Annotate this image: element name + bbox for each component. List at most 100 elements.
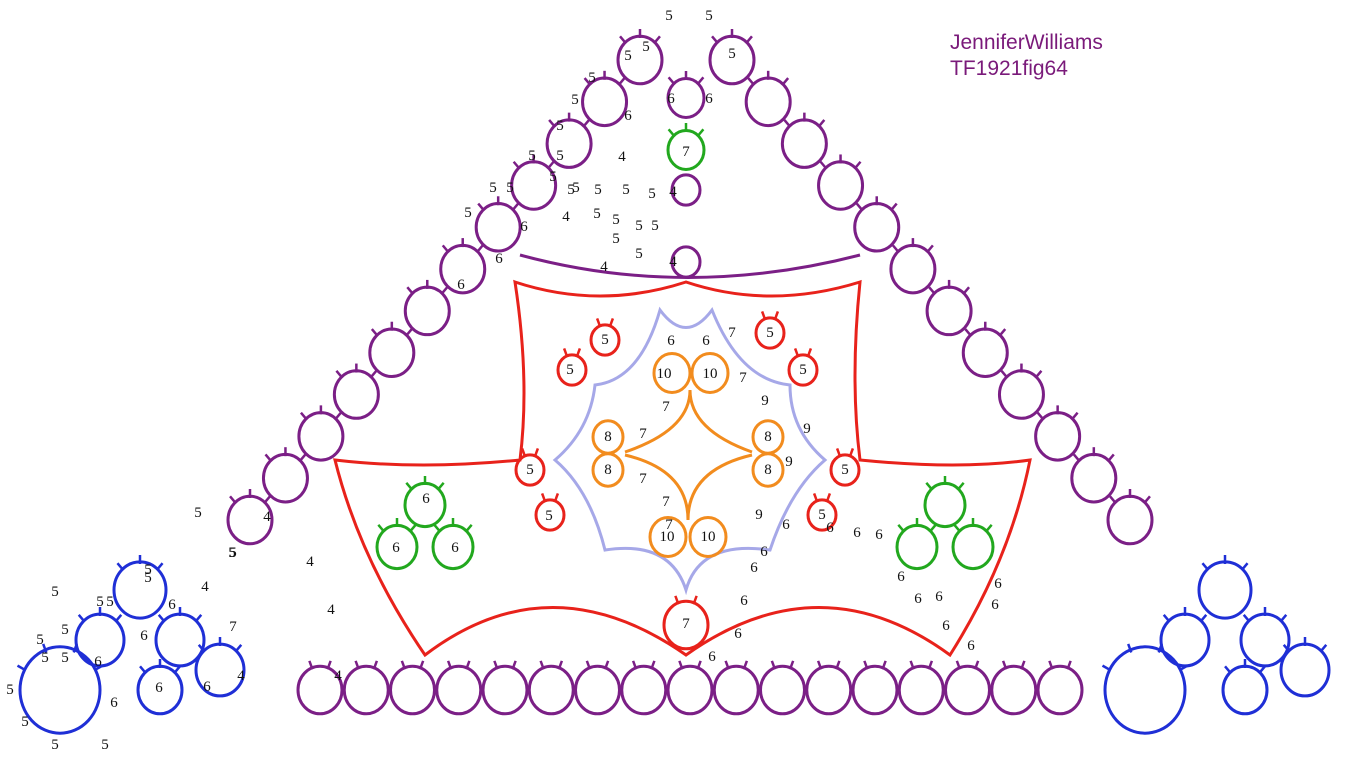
stitch-count-r4: 4	[237, 668, 245, 684]
stitch-count-r6: 6	[520, 219, 528, 235]
picot	[986, 525, 992, 532]
orange-chain	[625, 455, 688, 520]
stitch-count-r5: 5	[588, 70, 596, 86]
stitch-count-r5: 5	[556, 148, 564, 164]
stitch-count-r6: 6	[826, 520, 834, 536]
picot	[712, 36, 718, 43]
purple-ring	[529, 666, 573, 714]
picot	[1202, 563, 1208, 570]
picot	[235, 645, 241, 652]
stitch-count-r9: 9	[785, 454, 793, 470]
stitch-count-r4: 4	[327, 602, 335, 618]
picot	[378, 525, 384, 532]
picot	[929, 287, 935, 294]
picot	[1280, 615, 1286, 622]
stitch-count-r5: 5	[51, 584, 59, 600]
picot	[669, 77, 675, 84]
picot	[963, 287, 969, 294]
picot	[1074, 454, 1080, 461]
stitch-count-r6: 6	[168, 597, 176, 613]
purple-ring	[344, 666, 388, 714]
orange-ring-group	[593, 354, 783, 557]
stitch-count-r5: 5	[705, 8, 713, 24]
stitch-count-r4: 4	[618, 149, 626, 165]
picot	[79, 615, 85, 622]
purple-ring	[761, 666, 805, 714]
purple-ring	[714, 666, 758, 714]
picot	[230, 496, 236, 503]
stitch-count-r8: 8	[604, 462, 612, 478]
picot	[821, 162, 827, 169]
stitch-count-r6: 6	[897, 569, 905, 585]
stitch-count-r5: 5	[571, 92, 579, 108]
picot	[335, 413, 341, 420]
stitch-count-r9: 9	[803, 421, 811, 437]
picot	[115, 615, 121, 622]
picot	[1242, 563, 1248, 570]
orange-chain	[688, 455, 752, 520]
picot	[1108, 454, 1114, 461]
stitch-count-r5: 5	[61, 622, 69, 638]
stitch-count-r6: 6	[392, 540, 400, 556]
stitch-count-r5: 5	[841, 462, 849, 478]
stitch-count-r5: 5	[51, 737, 59, 753]
picot	[1200, 615, 1206, 622]
stitch-count-r5: 5	[545, 508, 553, 524]
stitch-count-r6: 6	[708, 649, 716, 665]
stitch-count-r6: 6	[155, 680, 163, 696]
red-chain-group	[335, 282, 1030, 655]
picot	[746, 36, 752, 43]
stitch-count-r7: 7	[662, 399, 670, 415]
stitch-count-r6: 6	[734, 626, 742, 642]
stitch-count-r5: 5	[612, 231, 620, 247]
stitch-count-r10: 10	[660, 529, 675, 545]
stitch-count-r6: 6	[203, 679, 211, 695]
stitch-count-r7: 7	[662, 494, 670, 510]
purple-ring	[946, 666, 990, 714]
picot	[117, 563, 123, 570]
picot	[443, 245, 449, 252]
purple-inner-chain	[520, 255, 860, 278]
purple-ring	[437, 666, 481, 714]
picot	[438, 483, 444, 490]
stitch-count-r6: 6	[782, 517, 790, 533]
picot	[654, 36, 660, 43]
picot	[958, 483, 964, 490]
stitch-count-r6: 6	[760, 544, 768, 560]
stitch-count-r5: 5	[624, 48, 632, 64]
picot	[512, 204, 518, 211]
red-frame-chain	[335, 282, 1030, 655]
picot	[434, 525, 440, 532]
stitch-count-r4: 4	[600, 259, 608, 275]
stitch-count-r7: 7	[229, 619, 237, 635]
picot	[927, 245, 933, 252]
picot	[698, 77, 704, 84]
stitch-count-r5: 5	[506, 180, 514, 196]
picot	[264, 496, 270, 503]
picot	[619, 78, 625, 85]
stitch-count-r6: 6	[495, 251, 503, 267]
stitch-count-r7: 7	[682, 616, 690, 632]
stitch-count-r5: 5	[106, 594, 114, 610]
stitch-count-r5: 5	[728, 46, 736, 62]
picot	[336, 371, 342, 378]
picot	[174, 666, 180, 673]
stitch-count-r6: 6	[140, 628, 148, 644]
picot	[620, 36, 626, 43]
picot	[698, 129, 704, 136]
stitch-count-r6: 6	[667, 333, 675, 349]
picot	[583, 120, 589, 127]
blue-ring	[114, 562, 166, 618]
stitch-count-r5: 5	[766, 325, 774, 341]
picot	[301, 413, 307, 420]
picot	[466, 525, 472, 532]
stitch-count-r5: 5	[799, 362, 807, 378]
stitch-count-r4: 4	[201, 579, 209, 595]
stitch-count-r5: 5	[665, 8, 673, 24]
stitch-count-r8: 8	[604, 429, 612, 445]
picot	[748, 78, 754, 85]
stitch-count-r6: 6	[914, 591, 922, 607]
picot	[930, 525, 936, 532]
orange-chain	[690, 390, 752, 452]
